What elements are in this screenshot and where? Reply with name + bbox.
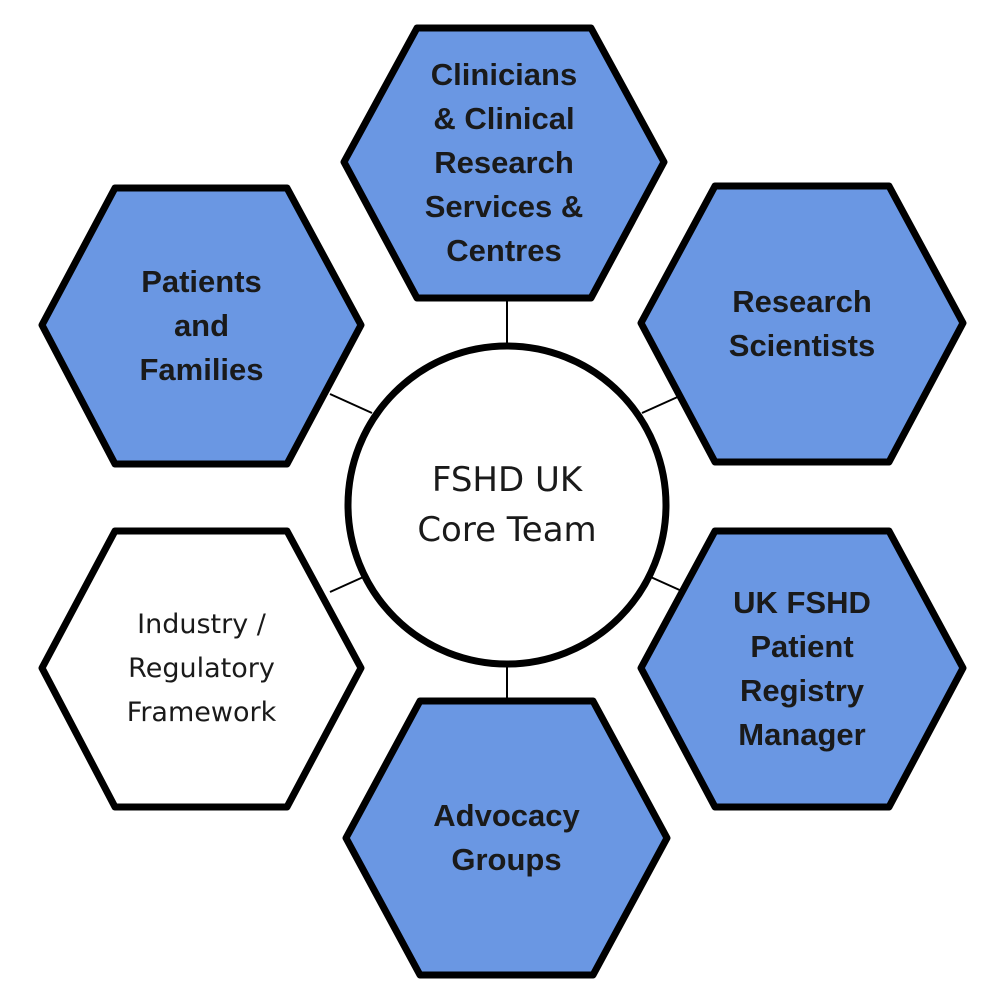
label-core-team: FSHD UK Core Team: [417, 460, 597, 550]
hexagon-clinicians: [340, 24, 668, 302]
core-team-circle: [344, 342, 670, 668]
connector-patients: [329, 393, 373, 414]
hexagon-advocacy: [342, 697, 671, 979]
label-research-scientists: Research Scientists: [728, 284, 876, 363]
connector-scientists: [641, 394, 683, 414]
label-registry-manager: UK FSHD Patient Registry Manager: [733, 585, 871, 752]
label-clinicians: Clinicians & Clinical Research Services …: [424, 57, 584, 268]
hexagon-patients: [38, 184, 365, 468]
label-advocacy-groups: Advocacy Groups: [433, 798, 580, 877]
hexagon-research-scientists: [637, 182, 967, 466]
label-industry-regulatory: Industry / Regulatory Framework: [126, 609, 277, 728]
label-patients-families: Patients and Families: [139, 264, 264, 387]
hexagon-registry: [637, 527, 967, 811]
hexagon-industry: [38, 527, 365, 811]
